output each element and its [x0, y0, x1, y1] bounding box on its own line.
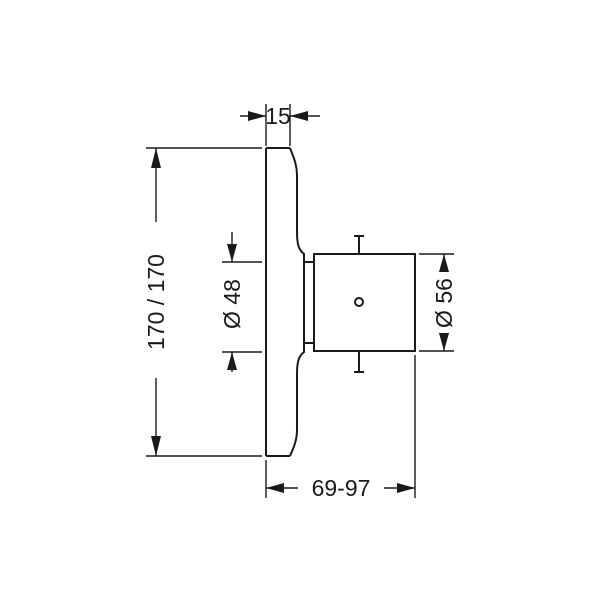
- label-depth-bottom: 69-97: [312, 475, 371, 501]
- label-diameter-inner: Ø 48: [219, 279, 245, 329]
- indicator-dot: [354, 297, 364, 307]
- dimension-diameter-inner: Ø 48: [219, 232, 262, 372]
- cover-plate: [265, 147, 305, 457]
- label-height-left: 170 / 170: [143, 254, 169, 350]
- handle-body: [304, 235, 416, 373]
- dimension-diameter-outer: Ø 56: [419, 253, 457, 352]
- label-width-top: 15: [265, 103, 291, 129]
- label-diameter-outer: Ø 56: [431, 278, 457, 328]
- dimension-width-top: 15: [240, 103, 320, 146]
- dimension-height-left: 170 / 170: [143, 147, 262, 457]
- dimension-depth-bottom: 69-97: [265, 355, 416, 501]
